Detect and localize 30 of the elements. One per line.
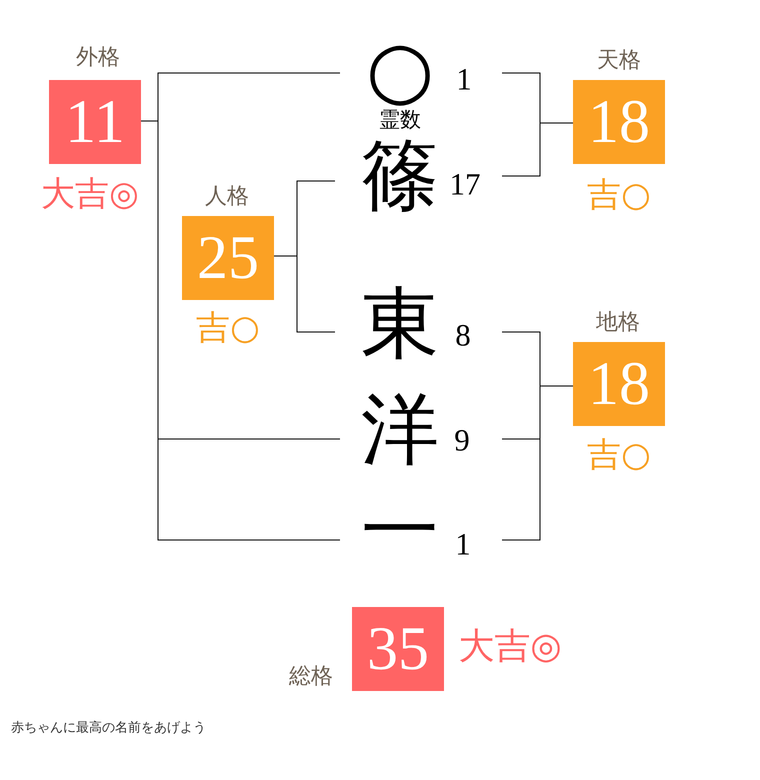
connector-line bbox=[502, 122, 573, 177]
score-box: 35 bbox=[352, 607, 444, 691]
heading: 外格 bbox=[76, 47, 120, 69]
name-character: ○ bbox=[366, 31, 434, 109]
name-character: 東 bbox=[361, 285, 439, 363]
fortune-label: 吉○ bbox=[196, 311, 260, 345]
stroke-count: 9 bbox=[454, 424, 470, 456]
name-character: 洋 bbox=[361, 391, 439, 469]
heading: 天格 bbox=[597, 50, 641, 72]
name-character: 一 bbox=[361, 492, 439, 570]
score-box: 11 bbox=[49, 80, 141, 164]
stroke-count: 1 bbox=[456, 64, 472, 94]
heading: 地格 bbox=[596, 312, 640, 334]
stroke-count: 17 bbox=[450, 168, 480, 200]
fortune-label: 大吉◎ bbox=[41, 177, 139, 211]
heading: 総格 bbox=[289, 666, 333, 688]
score-box: 25 bbox=[182, 216, 274, 300]
tagline: 赤ちゃんに最高の名前をあげよう bbox=[11, 722, 206, 734]
name-character: 篠 bbox=[361, 137, 439, 215]
score-box: 18 bbox=[573, 80, 665, 164]
caption-text: 霊数 bbox=[379, 110, 421, 130]
connector-line bbox=[502, 385, 573, 541]
score-box: 18 bbox=[573, 342, 665, 426]
heading: 人格 bbox=[205, 186, 249, 208]
stroke-count: 8 bbox=[455, 320, 471, 350]
fortune-label: 吉○ bbox=[587, 178, 651, 212]
fortune-label: 吉○ bbox=[587, 438, 651, 472]
connector-line bbox=[274, 255, 335, 333]
stroke-count: 1 bbox=[455, 528, 471, 560]
fortune-label: 大吉◎ bbox=[458, 629, 562, 665]
